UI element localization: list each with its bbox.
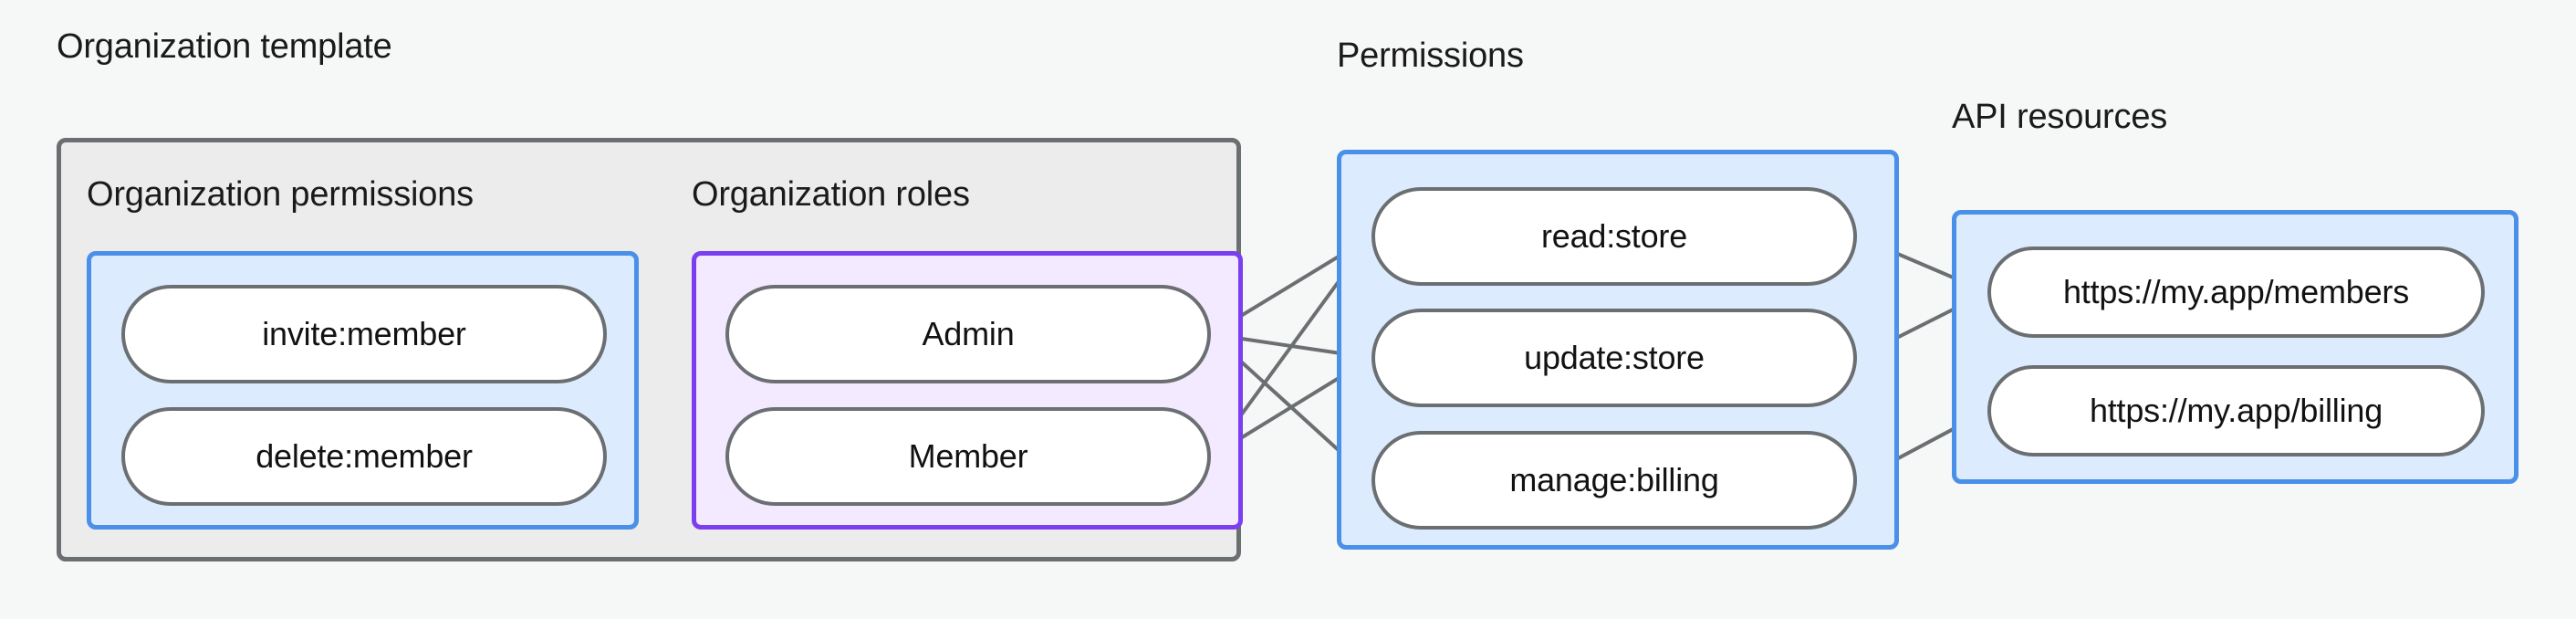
subgroup-label-organization-roles: Organization roles — [692, 175, 970, 214]
node-role-admin[interactable]: Admin — [725, 285, 1211, 383]
node-res-billing[interactable]: https://my.app/billing — [1987, 365, 2485, 456]
node-res-members[interactable]: https://my.app/members — [1987, 247, 2485, 338]
node-manage-billing[interactable]: manage:billing — [1371, 431, 1857, 530]
node-update-store[interactable]: update:store — [1371, 309, 1857, 407]
group-label-organization-template: Organization template — [57, 27, 392, 66]
node-delete-member[interactable]: delete:member — [121, 407, 607, 506]
subgroup-label-organization-permissions: Organization permissions — [87, 175, 474, 214]
node-invite-member[interactable]: invite:member — [121, 285, 607, 383]
node-read-store[interactable]: read:store — [1371, 187, 1857, 286]
node-role-member[interactable]: Member — [725, 407, 1211, 506]
group-label-api-resources: API resources — [1952, 98, 2168, 136]
group-label-permissions: Permissions — [1337, 37, 1524, 75]
